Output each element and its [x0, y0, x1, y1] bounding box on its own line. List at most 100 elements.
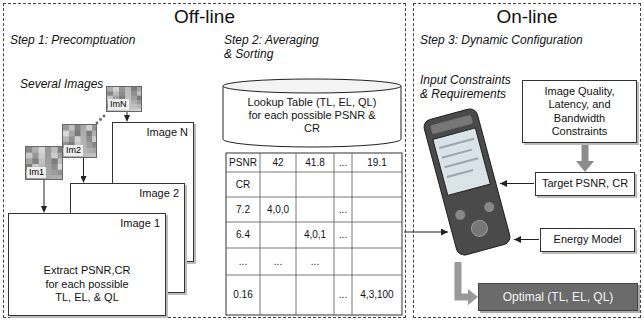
node-label: Im1 — [27, 167, 46, 178]
table-to-device-arrow — [404, 232, 448, 233]
node-label: Im2 — [64, 145, 83, 156]
thumbnail-pixel — [119, 87, 126, 92]
thumbnail-pixel — [51, 164, 58, 170]
ellipsis-dot — [103, 115, 106, 118]
lookup-table-grid — [226, 153, 402, 315]
thumbnail-pixel — [26, 158, 33, 164]
thumbnail-pixel — [45, 158, 52, 164]
pda-device — [422, 107, 511, 256]
thumbnail-pixel — [86, 131, 92, 137]
thumbnail-pixel — [81, 125, 87, 131]
table-rule — [226, 172, 402, 173]
output-arrowhead — [468, 289, 478, 305]
thumbnail-pixel — [51, 153, 58, 159]
thumbnail-pixel — [39, 158, 46, 164]
node-label: Image N — [118, 126, 188, 139]
node-label: Target PSNR, CR — [540, 177, 630, 190]
thumbnail-pixel — [32, 147, 39, 153]
thumbnail-pixel — [32, 158, 39, 164]
thumbnail-pixel — [39, 147, 46, 153]
node-label: Image 1 — [14, 217, 160, 230]
thumbnail-pixel — [45, 153, 52, 159]
table-rule — [226, 197, 402, 198]
thumbnail-pixel — [119, 91, 126, 96]
pda-screen-line — [444, 158, 478, 167]
image-card: Image 1 Extract PSNR,CR for each possible… — [8, 213, 166, 316]
thumbnail-pixel — [86, 142, 92, 148]
step-label: Step 1: Precomptuation — [10, 34, 210, 48]
table-rules — [226, 153, 402, 315]
table-cell: 7.2 — [227, 203, 259, 217]
node-label: ImN — [108, 99, 129, 110]
thumbnail-pixel — [137, 87, 142, 92]
thumbnail-pixel — [107, 91, 114, 96]
thumbnail-pixel — [131, 100, 138, 105]
thumbnail-pixel — [58, 158, 63, 164]
thumbnail-pixel — [81, 136, 87, 142]
table-rule — [260, 153, 261, 315]
output-arrow — [458, 262, 468, 297]
table-cell: CR — [227, 178, 259, 192]
thumbnail-pixel — [45, 164, 52, 170]
table-rule — [334, 153, 335, 315]
table-cell: ... — [335, 228, 351, 242]
table-cell: 0.16 — [227, 288, 259, 302]
table-cell: ... — [297, 255, 333, 269]
thumbnail-pixel — [125, 91, 132, 96]
database-cylinder: Lookup Table (TL, EL, QL) for each possi… — [222, 78, 402, 148]
thumbnail-pixel — [75, 131, 81, 137]
table-rule — [226, 248, 402, 249]
thumbnail-pixel — [51, 175, 58, 180]
thumbnail-pixel — [26, 147, 33, 153]
table-cell: PSNR — [227, 156, 259, 170]
flow-arrow — [83, 158, 84, 176]
ellipsis-dot — [99, 118, 102, 121]
thumbnail-pixel — [39, 153, 46, 159]
energy-to-device-arrow — [514, 239, 539, 240]
node-label: Image Quality, Latency, and Bandwidth Co… — [527, 85, 632, 138]
table-rule — [352, 153, 353, 315]
table-cell: 42 — [261, 156, 295, 170]
table-cell: ... — [335, 156, 351, 170]
thumbnail-pixel — [75, 136, 81, 142]
image-thumbnail: Im2 — [62, 124, 97, 158]
thumbnail-pixel — [131, 91, 138, 96]
cylinder-top — [223, 79, 401, 93]
thumbnail-pixel — [58, 170, 63, 176]
target-to-device-arrow — [500, 183, 534, 184]
pda-dpad — [470, 219, 490, 239]
thumbnail-pixel — [113, 87, 120, 92]
table-cell: 4,3,100 — [353, 288, 401, 302]
group-label: Several Images — [20, 78, 110, 92]
thumbnail-pixel — [131, 96, 138, 101]
thumbnail-pixel — [81, 131, 87, 137]
pda-button — [454, 209, 466, 221]
thumbnail-pixel — [45, 175, 52, 180]
thumbnail-pixel — [63, 131, 69, 137]
target-box: Target PSNR, CR — [535, 172, 635, 196]
image-thumbnail: ImN — [106, 86, 142, 112]
thumbnail-pixel — [131, 109, 138, 112]
table-cell: ... — [335, 203, 351, 217]
pda-screen-line — [439, 139, 474, 148]
pda-body — [422, 107, 511, 256]
thumbnail-pixel — [51, 170, 58, 176]
thumbnail-pixel — [92, 153, 97, 158]
thumbnail-pixel — [58, 175, 63, 180]
pda-screen-line — [447, 170, 473, 177]
node-label: Optimal (TL, EL, QL) — [482, 290, 634, 304]
thumbnail-pixel — [137, 91, 142, 96]
thumbnail-pixel — [51, 147, 58, 153]
node-body-text: Extract PSNR,CR for each possible TL, EL… — [39, 264, 135, 304]
thumbnail-pixel — [92, 142, 97, 148]
thumbnail-pixel — [69, 131, 75, 137]
table-cell: 41.8 — [297, 156, 333, 170]
flow-arrow — [127, 112, 128, 115]
table-cell: 6.4 — [227, 228, 259, 242]
thumbnail-pixel — [92, 125, 97, 131]
pda-screen — [433, 128, 491, 195]
table-rule — [226, 275, 402, 276]
thumbnail-pixel — [92, 148, 97, 154]
table-cell: ... — [335, 288, 351, 302]
